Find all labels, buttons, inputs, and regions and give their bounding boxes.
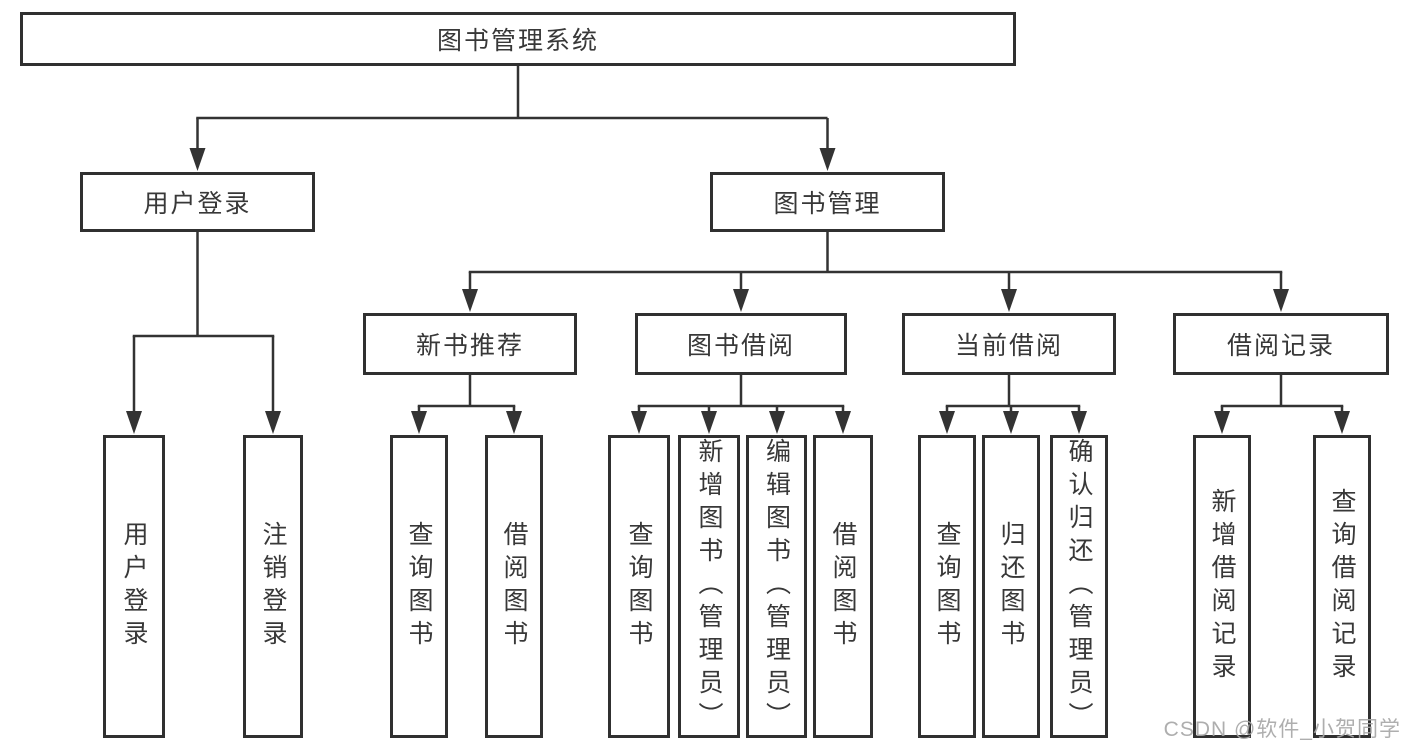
arrowheads <box>126 148 1350 434</box>
arrow-down-icon <box>1003 411 1019 434</box>
leaf-query-books-current-label: 查询图书 <box>933 520 961 653</box>
node-book-borrow: 图书借阅 <box>635 313 847 375</box>
csdn-watermark: CSDN @软件_小贺同学 <box>1163 718 1401 741</box>
arrow-down-icon <box>701 411 717 434</box>
node-user-login-branch-label: 用户登录 <box>143 190 252 218</box>
node-book-management-branch-label: 图书管理 <box>773 190 882 218</box>
node-current-borrow: 当前借阅 <box>902 313 1116 375</box>
leaf-logout-label: 注销登录 <box>259 520 287 653</box>
arrow-down-icon <box>631 411 647 434</box>
leaf-query-books-recommend-label: 查询图书 <box>405 520 433 653</box>
leaf-user-login: 用户登录 <box>103 435 165 738</box>
leaf-borrow-books-recommend-label: 借阅图书 <box>500 520 528 653</box>
leaf-query-books-current: 查询图书 <box>918 435 976 738</box>
node-book-management-branch: 图书管理 <box>710 172 945 232</box>
node-root-label: 图书管理系统 <box>436 27 599 55</box>
leaf-borrow-books-recommend: 借阅图书 <box>485 435 543 738</box>
node-root: 图书管理系统 <box>20 12 1016 66</box>
arrow-down-icon <box>1214 411 1230 434</box>
leaf-user-login-label: 用户登录 <box>120 520 148 653</box>
leaf-query-books-borrow: 查询图书 <box>608 435 670 738</box>
leaf-query-borrow-record: 查询借阅记录 <box>1313 435 1371 738</box>
arrow-down-icon <box>1273 289 1289 312</box>
node-book-borrow-label: 图书借阅 <box>686 332 795 360</box>
leaf-add-book-admin: 新增图书（管理员） <box>678 435 740 738</box>
leaf-confirm-return-admin: 确认归还（管理员） <box>1050 435 1108 738</box>
leaf-edit-book-admin-label: 编辑图书（管理员） <box>762 438 791 735</box>
node-current-borrow-label: 当前借阅 <box>954 332 1063 360</box>
leaf-edit-book-admin: 编辑图书（管理员） <box>746 435 807 738</box>
arrow-down-icon <box>733 289 749 312</box>
node-borrow-records: 借阅记录 <box>1173 313 1389 375</box>
leaf-query-borrow-record-label: 查询借阅记录 <box>1328 487 1356 686</box>
arrow-down-icon <box>1071 411 1087 434</box>
arrow-down-icon <box>411 411 427 434</box>
node-new-book-recommend: 新书推荐 <box>363 313 577 375</box>
leaf-logout: 注销登录 <box>243 435 303 738</box>
leaf-return-book: 归还图书 <box>982 435 1040 738</box>
leaf-borrow-books-borrow-label: 借阅图书 <box>829 520 857 653</box>
node-user-login-branch: 用户登录 <box>80 172 315 232</box>
arrow-down-icon <box>835 411 851 434</box>
arrow-down-icon <box>506 411 522 434</box>
arrow-down-icon <box>769 411 785 434</box>
leaf-query-books-recommend: 查询图书 <box>390 435 448 738</box>
arrow-down-icon <box>189 148 206 171</box>
arrow-down-icon <box>265 411 281 434</box>
leaf-borrow-books-borrow: 借阅图书 <box>813 435 873 738</box>
arrow-down-icon <box>819 148 836 171</box>
arrow-down-icon <box>462 289 478 312</box>
leaf-query-books-borrow-label: 查询图书 <box>625 520 653 653</box>
arrow-down-icon <box>1334 411 1350 434</box>
node-new-book-recommend-label: 新书推荐 <box>415 332 524 360</box>
leaf-add-book-admin-label: 新增图书（管理员） <box>695 438 723 735</box>
arrow-down-icon <box>126 411 142 434</box>
leaf-return-book-label: 归还图书 <box>997 520 1025 653</box>
leaf-confirm-return-admin-label: 确认归还（管理员） <box>1065 438 1093 735</box>
arrow-down-icon <box>939 411 955 434</box>
leaf-add-borrow-record: 新增借阅记录 <box>1193 435 1251 738</box>
node-borrow-records-label: 借阅记录 <box>1226 332 1335 360</box>
leaf-add-borrow-record-label: 新增借阅记录 <box>1208 487 1236 686</box>
arrow-down-icon <box>1001 289 1017 312</box>
